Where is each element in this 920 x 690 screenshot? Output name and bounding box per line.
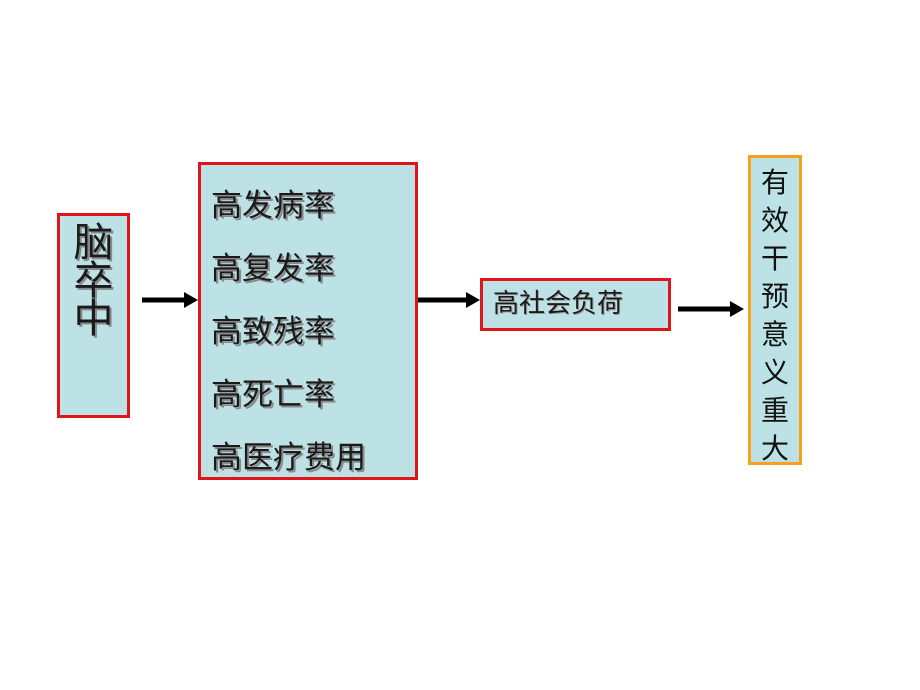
arrow-stroke-to-rates (142, 292, 198, 308)
stroke-label: 脑卒中 (73, 220, 114, 342)
significance-label-char: 义 (760, 356, 789, 389)
significance-label-char: 大 (760, 432, 789, 465)
stroke-label-char: 卒 (73, 258, 114, 304)
rate-item-disability: 高致残率 (211, 314, 335, 350)
social-burden-box: 高社会负荷 (480, 278, 671, 331)
significance-label-char: 重 (760, 394, 789, 427)
significance-label-char: 预 (760, 280, 789, 313)
arrow-burden-to-significance (678, 301, 744, 317)
significance-label-char: 意 (760, 318, 789, 351)
rate-item-medical-cost: 高医疗费用 (211, 440, 366, 476)
significance-label-char: 干 (760, 242, 789, 275)
rates-box: 高发病率 高复发率 高致残率 高死亡率 高医疗费用 (198, 162, 418, 480)
arrow-rates-to-burden (418, 292, 480, 308)
rate-item-incidence: 高发病率 (211, 188, 335, 224)
rate-item-mortality: 高死亡率 (211, 377, 335, 413)
significance-label-char: 效 (760, 204, 789, 237)
rate-item-recurrence: 高复发率 (211, 251, 335, 287)
stroke-label-char: 脑 (73, 220, 114, 266)
significance-label: 有效干预意义重大 (761, 164, 789, 468)
significance-label-char: 有 (760, 166, 789, 199)
stroke-label-char: 中 (73, 296, 114, 342)
significance-box: 有效干预意义重大 (748, 155, 802, 465)
stroke-box: 脑卒中 (57, 213, 130, 418)
